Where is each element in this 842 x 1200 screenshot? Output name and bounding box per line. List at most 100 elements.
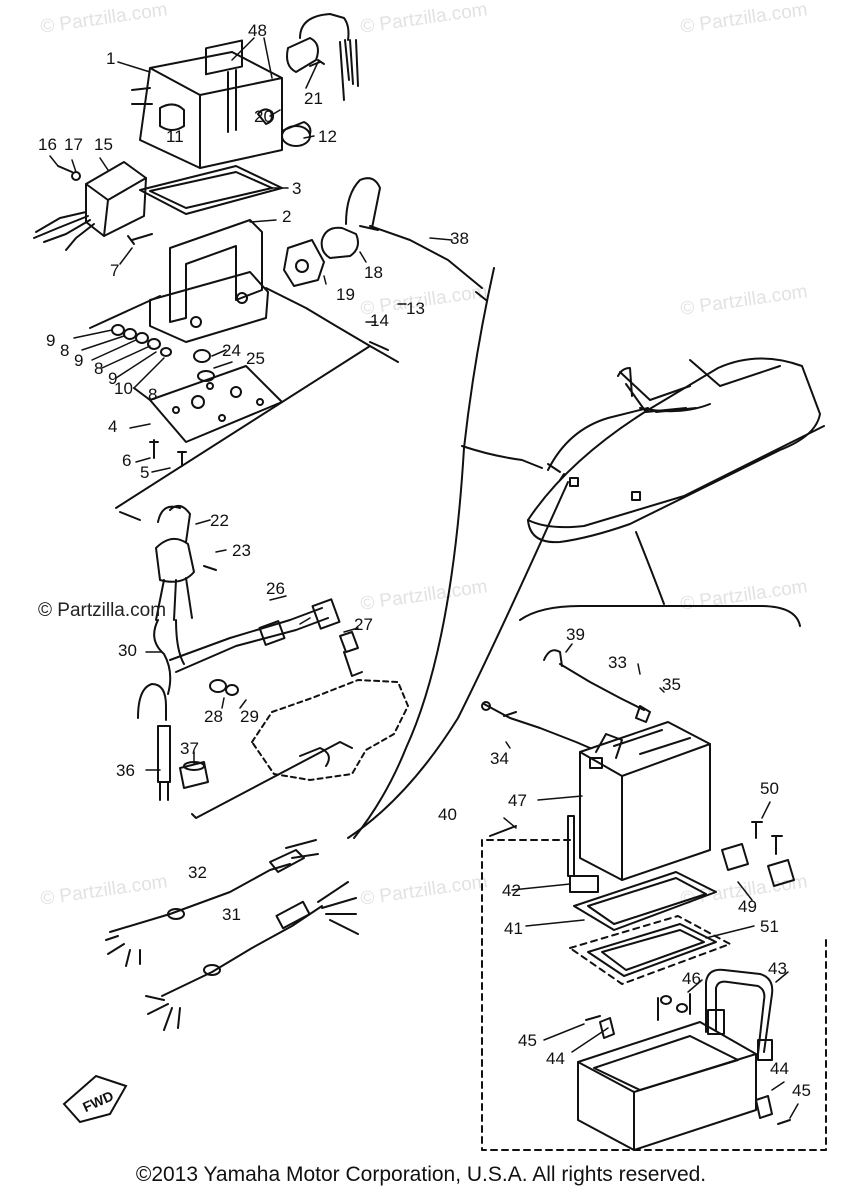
leader-line (461, 445, 543, 469)
callout-3: 3 (292, 179, 301, 198)
callout-22: 22 (210, 511, 229, 530)
callout-43: 43 (768, 959, 787, 978)
wire-part-30 (153, 619, 185, 695)
callout-21: 21 (304, 89, 323, 108)
screw-part-5 (177, 451, 187, 467)
callout-16: 16 (38, 135, 57, 154)
mat-part-51 (587, 923, 717, 977)
bolt-part-7 (127, 233, 153, 245)
connector-part-36 (137, 683, 171, 801)
callout-27: 27 (354, 615, 373, 634)
cable-part-33 (543, 649, 651, 723)
callout-10: 10 (114, 379, 133, 398)
callout-17: 17 (64, 135, 83, 154)
callout-36: 36 (116, 761, 135, 780)
partzilla-credit: © Partzilla.com (38, 600, 167, 621)
cap-part-20 (257, 108, 275, 125)
callout-46: 46 (682, 969, 701, 988)
watercraft-illustration (527, 357, 825, 544)
copyright-notice: ©2013 Yamaha Motor Corporation, U.S.A. A… (135, 1163, 707, 1186)
callout-29: 29 (240, 707, 259, 726)
gasket-part-3 (139, 165, 283, 215)
callout-1: 1 (106, 49, 115, 68)
tray-part-41 (573, 871, 717, 931)
bracket-outline (191, 741, 353, 819)
fuse-holder-part (286, 13, 359, 101)
washer-stack-part (111, 324, 172, 357)
spark-plug-part-27 (339, 631, 363, 677)
callout-32: 32 (188, 863, 207, 882)
battery-part-47 (579, 721, 711, 881)
pad-part-42 (567, 815, 599, 893)
callout-leaders (49, 37, 799, 1119)
callout-23: 23 (232, 541, 251, 560)
callout-35: 35 (662, 675, 681, 694)
callout-5: 5 (140, 463, 149, 482)
harness-part-31 (145, 881, 359, 1031)
leader-line-40 (489, 825, 517, 837)
cable-part-34 (481, 701, 591, 749)
nut-part-46 (660, 995, 688, 1013)
callout-50: 50 (760, 779, 779, 798)
screw-part-45 (585, 1015, 601, 1021)
leader-line (559, 473, 665, 605)
base-plate-part-4 (149, 365, 283, 443)
callout-30: 30 (118, 641, 137, 660)
callout-9: 9 (108, 369, 117, 388)
callout-9: 9 (74, 351, 83, 370)
electrical-box-part (131, 39, 283, 169)
callout-37: 37 (180, 739, 199, 758)
callout-4: 4 (108, 417, 117, 436)
callout-8: 8 (60, 341, 69, 360)
plug-cap-part-26 (169, 598, 341, 673)
callout-31: 31 (222, 905, 241, 924)
callout-14: 14 (370, 311, 389, 330)
callout-45: 45 (792, 1081, 811, 1100)
engine-outline (251, 679, 409, 781)
leader-line (353, 267, 495, 839)
engine-detail (299, 747, 330, 767)
callout-8: 8 (148, 385, 157, 404)
callout-39: 39 (566, 625, 585, 644)
bracket-part-2 (149, 219, 269, 343)
callout-48: 48 (248, 21, 267, 40)
callout-18: 18 (364, 263, 383, 282)
callout-15: 15 (94, 135, 113, 154)
screw-part-45b (777, 1119, 791, 1125)
leader-line (547, 463, 561, 473)
assembly-outline (89, 295, 371, 521)
callout-33: 33 (608, 653, 627, 672)
callout-47: 47 (508, 791, 527, 810)
screw-part-6 (149, 439, 159, 459)
callout-12: 12 (318, 127, 337, 146)
callout-44: 44 (546, 1049, 565, 1068)
band-part-43 (705, 968, 774, 1061)
callout-49: 49 (738, 897, 757, 916)
callout-25: 25 (246, 349, 265, 368)
cable-part-14 (265, 287, 399, 363)
starter-relay-part-18 (320, 177, 381, 259)
callout-38: 38 (450, 229, 469, 248)
callout-11: 11 (166, 127, 184, 146)
callout-45: 45 (518, 1031, 537, 1050)
bolt-part-23 (203, 565, 217, 571)
callout-42: 42 (502, 881, 521, 900)
clamp-part-49 (721, 843, 795, 887)
group-outline-40 (481, 839, 827, 1151)
callout-9: 9 (46, 331, 55, 350)
callout-28: 28 (204, 707, 223, 726)
leader-line (347, 481, 569, 839)
harness-part-32 (105, 839, 319, 967)
relay-part-19 (283, 239, 325, 287)
callout-24: 24 (222, 341, 241, 360)
callout-34: 34 (490, 749, 509, 768)
mat-outline-51 (569, 915, 731, 985)
control-box-part-15 (33, 161, 147, 251)
callout-13: 13 (406, 299, 425, 318)
callout-40: 40 (438, 805, 457, 824)
callout-26: 26 (266, 579, 285, 598)
cable-part-38 (369, 225, 487, 301)
callout-44: 44 (770, 1059, 789, 1078)
battery-box-outline (519, 605, 801, 627)
